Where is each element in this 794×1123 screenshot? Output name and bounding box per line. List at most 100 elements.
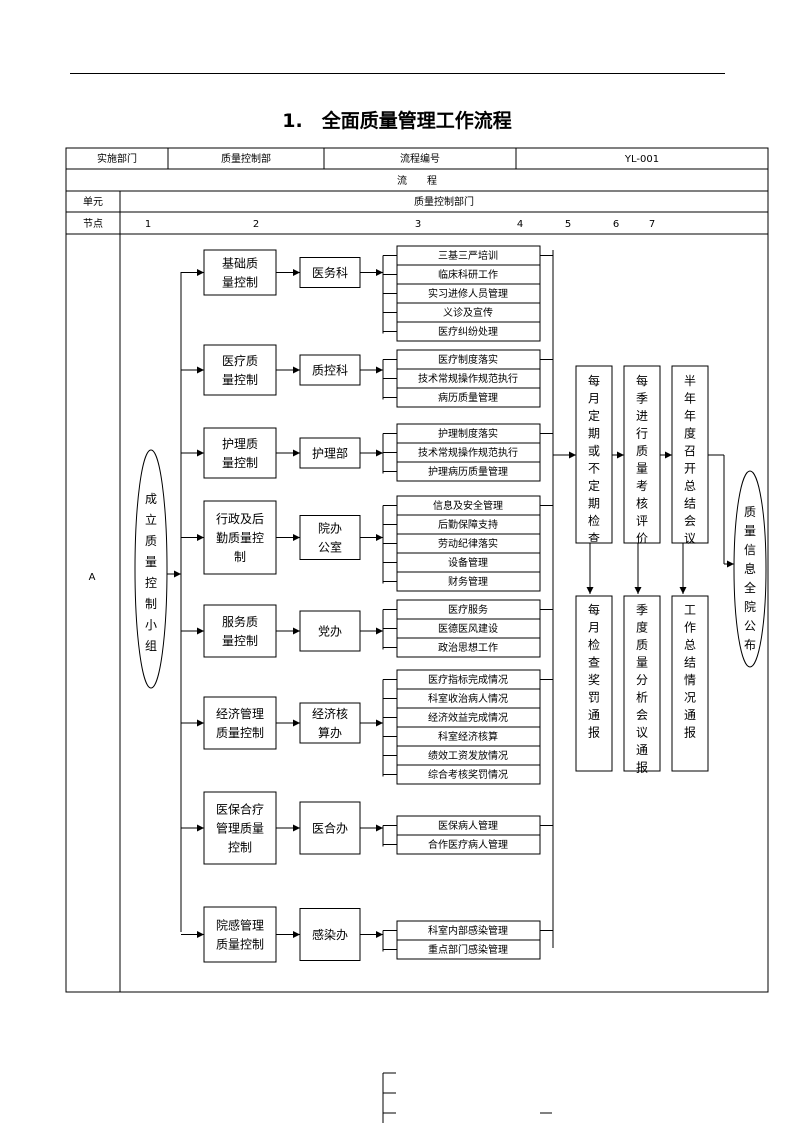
task-item: 合作医疗病人管理	[428, 838, 508, 851]
category-box	[203, 696, 277, 750]
stage-top-text: 半年年度召开总结会议	[684, 374, 696, 546]
node-number: 6	[613, 219, 619, 230]
task-item: 临床科研工作	[438, 268, 498, 281]
stage-top-text: 每月定期或不定期检查	[588, 373, 600, 546]
task-item: 技术常规操作规范执行	[418, 372, 518, 385]
task-item: 劳动纪律落实	[438, 537, 498, 550]
category-label: 护理质量控制	[222, 437, 258, 470]
stage-bottom-text: 每月检查奖罚通报	[588, 602, 600, 740]
department-label: 感染办	[312, 927, 348, 942]
task-item: 医疗制度落实	[438, 353, 498, 366]
connectors	[167, 250, 734, 948]
department-box	[299, 437, 361, 469]
header-dept-label: 实施部门	[97, 152, 137, 165]
row-label: A	[89, 572, 96, 583]
task-item: 经济效益完成情况	[428, 711, 508, 724]
stage-bottom-text: 季度质量分析会议通报	[636, 603, 648, 775]
task-item: 科室收治病人情况	[428, 692, 508, 705]
task-item: 信息及安全管理	[433, 499, 503, 512]
category-label: 医疗质量控制	[222, 354, 258, 387]
header-dept-value: 质量控制部	[221, 152, 271, 165]
task-item: 医疗纠纷处理	[438, 325, 498, 338]
task-item: 医保病人管理	[438, 819, 498, 832]
node-number: 5	[565, 219, 571, 230]
control-group: 院感管理质量控制感染办科室内部感染管理重点部门感染管理	[181, 906, 553, 963]
node-number: 7	[649, 219, 655, 230]
task-item: 财务管理	[448, 575, 488, 588]
stage-top-box	[575, 365, 613, 544]
department-label: 护理部	[312, 445, 348, 460]
category-label: 医保合疗管理质量控制	[216, 801, 264, 854]
stage-boxes: 每月定期或不定期检查每月检查奖罚通报每季进行质量考核评价季度质量分析会议通报半年…	[575, 365, 709, 775]
task-item: 护理制度落实	[438, 427, 498, 440]
task-item: 医疗指标完成情况	[428, 673, 508, 686]
header-node-label: 节点	[83, 218, 103, 230]
control-group: 医保合疗管理质量控制医合办医保病人管理合作医疗病人管理	[181, 791, 553, 865]
task-item: 实习进修人员管理	[428, 287, 508, 300]
header-code-value: YL-001	[624, 154, 659, 165]
header-table	[65, 147, 769, 993]
task-item: 技术常规操作规范执行	[418, 446, 518, 459]
stage-bottom-box	[671, 595, 709, 772]
stage-bottom-text: 工作总结情况通报	[684, 603, 696, 740]
department-label: 党办	[318, 623, 342, 638]
node-number: 1	[145, 219, 151, 230]
department-label: 质控科	[312, 363, 348, 377]
task-item: 科室内部感染管理	[428, 924, 508, 937]
header-code-label: 流程编号	[400, 152, 440, 165]
department-label: 经济核算办	[312, 706, 348, 740]
category-box	[203, 427, 277, 479]
node-number: 2	[253, 219, 259, 230]
stage-top-text: 每季进行质量考核评价	[636, 373, 648, 546]
category-box	[203, 791, 277, 865]
task-item: 设备管理	[448, 556, 488, 569]
task-item: 综合考核奖罚情况	[428, 768, 508, 781]
start-node-text: 成立质量控制小组	[145, 492, 157, 653]
category-box	[203, 604, 277, 658]
node-number: 3	[415, 219, 421, 230]
category-label: 服务质量控制	[222, 614, 258, 648]
task-item: 后勤保障支持	[438, 518, 498, 531]
stage-top-box	[623, 365, 661, 544]
category-box	[203, 249, 277, 296]
department-box	[299, 908, 361, 961]
task-item: 病历质量管理	[438, 391, 498, 404]
task-item: 义诊及宣传	[443, 306, 493, 319]
task-item: 政治思想工作	[438, 641, 498, 654]
header-unit-label: 单元	[83, 196, 103, 208]
task-item: 护理病历质量管理	[428, 465, 508, 478]
end-node-label: 质量信息全院公布	[744, 505, 756, 652]
category-label: 行政及后勤质量控制	[216, 512, 264, 564]
task-item: 医德医风建设	[438, 622, 498, 635]
top-rule	[70, 73, 725, 74]
task-item: 医疗服务	[448, 603, 488, 616]
department-label: 院办公室	[318, 520, 342, 554]
stage-top-box	[671, 365, 709, 544]
category-label: 经济管理质量控制	[216, 706, 264, 740]
department-box	[299, 610, 361, 652]
header-process-label: 流 程	[397, 174, 437, 187]
control-group: 经济管理质量控制 经济核算办 医疗指标完成情况科室收治病人情况经济效益完成情况科室经…	[181, 669, 553, 785]
category-label: 基础质量控制	[222, 256, 258, 289]
start-node-ellipse	[134, 449, 168, 689]
header-unit-value: 质量控制部门	[414, 195, 474, 208]
category-box	[203, 344, 277, 396]
task-item: 三基三严培训	[438, 249, 498, 262]
department-label: 医务科	[312, 265, 348, 280]
department-box	[299, 515, 361, 560]
footer-fragment	[382, 1072, 552, 1123]
task-item: 科室经济核算	[438, 730, 498, 743]
stage-bottom-box	[623, 595, 661, 772]
department-box	[299, 801, 361, 855]
start-node-label: 成立质量控制小组	[145, 492, 157, 653]
stage-bottom-box	[575, 595, 613, 772]
